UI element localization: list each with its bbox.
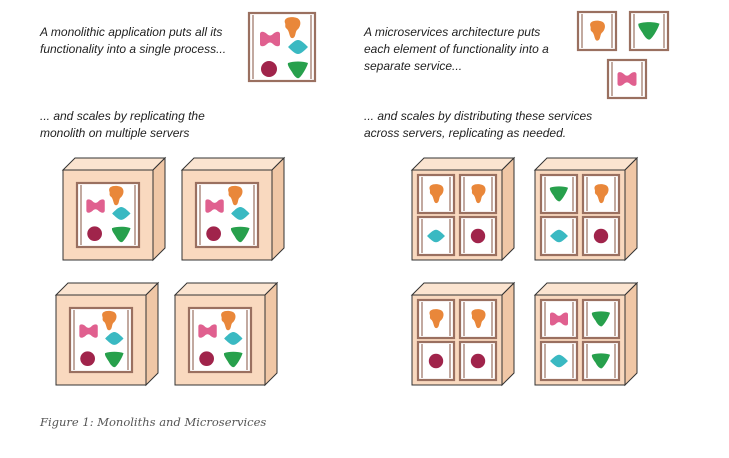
server-top: [410, 282, 516, 296]
monolith-server: [173, 281, 279, 387]
teal-diamond-icon: [427, 229, 445, 243]
monolith-scaling-caption: ... and scales by replicating the monoli…: [40, 108, 240, 142]
maroon-circle-icon: [261, 61, 277, 77]
server-top: [54, 282, 160, 296]
caption-line: across servers, replicating as needed.: [364, 126, 567, 140]
pink-bowtie-icon: [617, 72, 637, 86]
service-frame: [458, 215, 498, 257]
green-triangle-icon: [111, 226, 131, 243]
pink-bowtie-icon: [86, 199, 105, 213]
orange-blob-icon: [471, 184, 486, 204]
service-frame: [539, 173, 579, 215]
green-triangle-icon: [591, 311, 610, 327]
orange-blob-icon: [429, 309, 444, 329]
architecture-diagram: [54, 10, 670, 387]
server-top: [410, 157, 516, 171]
orange-blob-icon: [590, 20, 605, 41]
server-side: [624, 281, 638, 387]
maroon-circle-icon: [428, 353, 444, 369]
caption-line: each element of functionality into a: [364, 42, 549, 56]
caption-line: functionality into a single process...: [40, 42, 227, 56]
teal-diamond-icon: [224, 332, 243, 345]
server-top: [61, 157, 167, 171]
microservices-server: [533, 156, 639, 262]
server-top: [173, 282, 279, 296]
maroon-circle-icon: [80, 351, 95, 367]
server-top: [180, 157, 286, 171]
microservice-processes: [576, 10, 670, 100]
maroon-circle-icon: [199, 351, 214, 367]
teal-diamond-icon: [550, 229, 568, 243]
maroon-circle-icon: [593, 228, 609, 244]
microservices-server: [410, 156, 516, 262]
microservices-scaling-caption: ... and scales by distributing these ser…: [364, 108, 604, 142]
microservices-caption: A microservices architecture puts each e…: [364, 24, 574, 75]
server-side: [501, 156, 515, 262]
orange-blob-icon: [471, 309, 486, 329]
server-top: [533, 157, 639, 171]
process-frame: [187, 306, 253, 374]
maroon-circle-icon: [87, 226, 102, 242]
green-triangle-icon: [591, 353, 610, 369]
process-frame: [68, 306, 134, 374]
orange-blob-icon: [221, 310, 236, 331]
maroon-circle-icon: [470, 228, 486, 244]
service-frame: [458, 298, 498, 340]
green-triangle-icon: [230, 226, 250, 243]
server-side: [145, 281, 159, 387]
server-side: [624, 156, 638, 262]
server-side: [152, 156, 166, 262]
server-side: [271, 156, 285, 262]
monolith-caption: A monolithic application puts all its fu…: [40, 24, 240, 58]
teal-diamond-icon: [105, 332, 124, 345]
microservices-server: [410, 281, 516, 387]
figure-caption: Figure 1: Monoliths and Microservices: [40, 415, 267, 429]
teal-diamond-icon: [550, 354, 568, 368]
caption-line: A monolithic application puts all its: [40, 25, 223, 39]
maroon-circle-icon: [206, 226, 221, 242]
caption-line: monolith on multiple servers: [40, 126, 190, 140]
caption-line: A microservices architecture puts: [364, 25, 541, 39]
orange-blob-icon: [284, 17, 301, 39]
caption-line: separate service...: [364, 59, 463, 73]
server-side: [501, 281, 515, 387]
green-triangle-icon: [104, 351, 124, 368]
monolith-server: [180, 156, 286, 262]
orange-blob-icon: [429, 184, 444, 204]
pink-bowtie-icon: [198, 324, 217, 338]
orange-blob-icon: [102, 310, 117, 331]
monolith-server: [54, 281, 160, 387]
teal-diamond-icon: [112, 207, 131, 220]
orange-blob-icon: [228, 185, 243, 206]
caption-line: ... and scales by distributing these ser…: [364, 109, 593, 123]
microservices-server: [533, 281, 639, 387]
green-triangle-icon: [287, 61, 308, 79]
monolith-server: [61, 156, 167, 262]
service-frame: [539, 298, 579, 340]
server-side: [264, 281, 278, 387]
server-top: [533, 282, 639, 296]
orange-blob-icon: [109, 185, 124, 206]
pink-bowtie-icon: [205, 199, 224, 213]
process-frame: [194, 181, 260, 249]
caption-line: ... and scales by replicating the: [40, 109, 205, 123]
monolith-process: [247, 11, 317, 83]
service-frame: [416, 215, 456, 257]
process-frame: [75, 181, 141, 249]
orange-blob-icon: [594, 184, 609, 204]
teal-diamond-icon: [231, 207, 250, 220]
service-frame: [581, 215, 621, 257]
green-triangle-icon: [549, 186, 568, 202]
pink-bowtie-icon: [260, 31, 280, 47]
pink-bowtie-icon: [79, 324, 98, 338]
service-frame: [416, 173, 456, 215]
green-triangle-icon: [638, 22, 660, 40]
pink-bowtie-icon: [550, 312, 568, 326]
maroon-circle-icon: [470, 353, 486, 369]
green-triangle-icon: [223, 351, 243, 368]
teal-diamond-icon: [288, 40, 308, 54]
